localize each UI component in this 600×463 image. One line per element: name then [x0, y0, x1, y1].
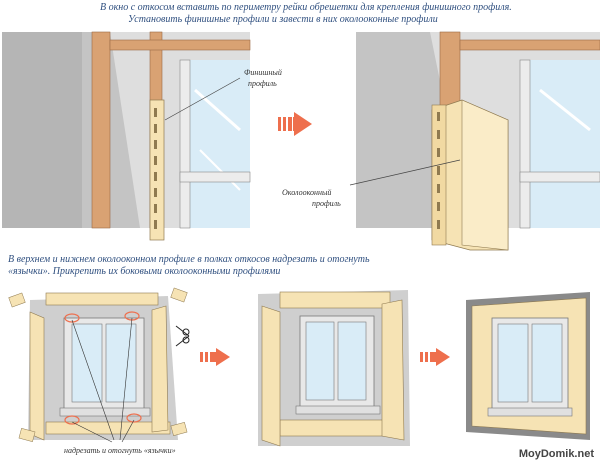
- finish-profile-label-line1: Финишный: [244, 68, 282, 77]
- arrow-top: [278, 112, 312, 136]
- mid-caption-line2: «язычки». Прикрепить их боковыми околоок…: [8, 266, 281, 277]
- scissors-icon: [175, 325, 190, 347]
- mid-caption-line1: В верхнем и нижнем околооконном профиле …: [8, 254, 370, 265]
- top-left-illustration: [2, 31, 251, 241]
- window-profile-label-line2: профиль: [312, 199, 341, 208]
- bottom-right-illustration: [466, 292, 590, 440]
- brand-watermark: MoyDomik.net: [518, 448, 594, 460]
- top-right-illustration: [349, 31, 600, 251]
- bottom-middle-illustration: [258, 290, 410, 447]
- arrow-bottom-1: [200, 348, 230, 366]
- top-caption-line1: В окно с откосом вставить по периметру р…: [100, 2, 512, 13]
- top-caption-line2: Установить финишные профили и завести в …: [128, 14, 438, 25]
- arrow-bottom-2: [420, 348, 450, 366]
- bottom-left-illustration: [8, 287, 190, 443]
- window-profile-label-line1: Околооконный: [282, 188, 332, 197]
- cut-bend-label: надрезать и отогнуть «язычки»: [64, 446, 176, 455]
- finish-profile-label-line2: профиль: [248, 79, 277, 88]
